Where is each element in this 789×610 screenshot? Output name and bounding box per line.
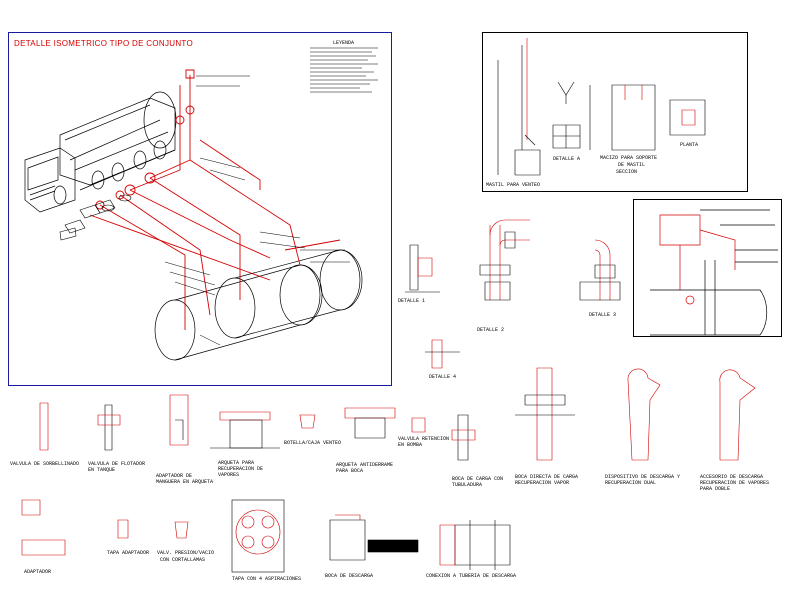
component-label-1: VALVULA DE SORBELLINADO bbox=[10, 461, 80, 467]
planta-label: PLANTA bbox=[680, 142, 699, 148]
tapa-adaptador-label: TAPA ADAPTADOR bbox=[107, 550, 150, 556]
component-drawings bbox=[39, 367, 756, 461]
component-label-9: BOCA DIRECTA DE CARGA RECUPERACION VAPOR bbox=[515, 474, 579, 486]
valv-presion-label-1: VALV. PRESION/VACIO bbox=[157, 550, 215, 556]
mastil-block bbox=[482, 32, 748, 192]
annotation-leaders bbox=[164, 75, 350, 346]
component-label-2: VALVULA DE FLOTADOR EN TANQUE bbox=[88, 461, 146, 473]
underground-tanks bbox=[154, 249, 363, 361]
component-label-4: ARQUETA PARA RECUPERACION DE VAPORES bbox=[218, 460, 264, 478]
component-label-5: BOTELLA/CAJA VENTEO bbox=[284, 440, 342, 446]
legend-heading: LEYENDA bbox=[333, 40, 355, 46]
detalle-1-label: DETALLE 1 bbox=[398, 298, 426, 304]
component-label-7: VALVULA RETENCION EN BOMBA bbox=[398, 436, 450, 448]
closeup-drawing bbox=[650, 209, 778, 336]
detalle-3-label: DETALLE 3 bbox=[589, 312, 617, 318]
isometric-frame bbox=[8, 32, 392, 386]
main-title: DETALLE ISOMETRICO TIPO DE CONJUNTO bbox=[14, 39, 193, 48]
fittings-cluster bbox=[59, 194, 132, 241]
boca-descarga-label: BOCA DE DESCARGA bbox=[325, 573, 374, 579]
valv-presion-label-2: CON CORTALLAMAS bbox=[160, 557, 206, 563]
legend-lines bbox=[310, 47, 378, 93]
tanker-truck bbox=[24, 91, 177, 213]
mastil-drawing bbox=[497, 38, 706, 176]
macizo-label-1: MACIZO PARA SOPORTE bbox=[600, 155, 658, 161]
mastil-caption: MASTIL PARA VENTEO bbox=[486, 182, 541, 188]
detalle-2-label: DETALLE 2 bbox=[477, 327, 505, 333]
bottom-drawings bbox=[21, 499, 511, 573]
detail-drawings bbox=[405, 219, 621, 369]
adaptador-label: ADAPTADOR bbox=[24, 569, 52, 575]
detail-a-label: DETALLE A bbox=[553, 156, 581, 162]
macizo-label-2: DE MASTIL bbox=[618, 162, 646, 168]
component-label-6: ARQUETA ANTIDERRAME PARA BOCA bbox=[336, 462, 394, 474]
component-label-8: BOCA DE CARGA CON TUBULADURA bbox=[452, 476, 504, 488]
component-label-11: ACCESORIO DE DESCARGA RECUPERACION DE VA… bbox=[700, 474, 770, 492]
component-label-3: ADAPTADOR DE MANGUERA EN ARQUETA bbox=[156, 473, 214, 485]
tapa-aspiraciones-label: TAPA CON 4 ASPIRACIONES bbox=[232, 576, 302, 582]
detail-closeup-block bbox=[633, 199, 782, 337]
piping-network bbox=[89, 69, 341, 330]
macizo-label-3: SECCION bbox=[616, 169, 638, 175]
component-label-10: DISPOSITIVO DE DESCARGA Y RECUPERACION D… bbox=[605, 474, 681, 486]
detalle-4-label: DETALLE 4 bbox=[429, 374, 457, 380]
conexion-label: CONEXION A TUBERIA DE DESCARGA bbox=[426, 573, 517, 579]
